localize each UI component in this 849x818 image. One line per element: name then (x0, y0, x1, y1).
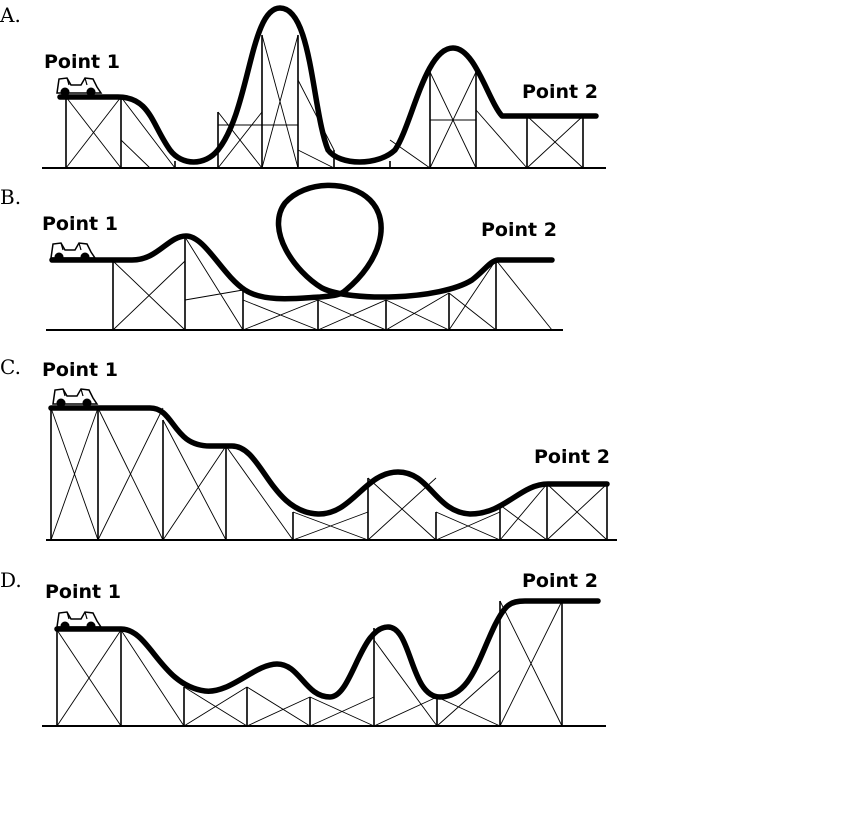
coaster-track (48, 405, 610, 517)
panel-b: B. Point 1 Point 2 (0, 182, 563, 331)
point-1-label: Point 1 (42, 359, 118, 381)
point-1-label: Point 1 (42, 213, 118, 235)
coaster-track (49, 182, 555, 302)
point-2-label: Point 2 (522, 81, 598, 103)
point-2-label: Point 2 (534, 446, 610, 468)
point-1-label: Point 1 (45, 581, 121, 603)
support-frame (56, 600, 563, 727)
option-letter: B. (0, 185, 21, 209)
coaster-track (57, 5, 599, 165)
support-frame (112, 236, 553, 331)
point-1-label: Point 1 (44, 51, 120, 73)
roller-coaster-car-icon (56, 77, 102, 98)
coaster-track (54, 598, 601, 700)
roller-coaster-car-icon (52, 388, 98, 409)
option-letter: A. (0, 3, 21, 27)
option-letter: D. (0, 568, 22, 592)
point-2-label: Point 2 (481, 219, 557, 241)
option-letter: C. (0, 355, 21, 379)
support-frame (50, 407, 608, 541)
support-frame (65, 34, 584, 169)
panel-c: C. Point 1 Point 2 (0, 355, 617, 541)
panel-a: A. Point 1 Point 2 (0, 3, 606, 169)
point-2-label: Point 2 (522, 570, 598, 592)
panel-d: D. Point 1 Point 2 (0, 568, 606, 727)
